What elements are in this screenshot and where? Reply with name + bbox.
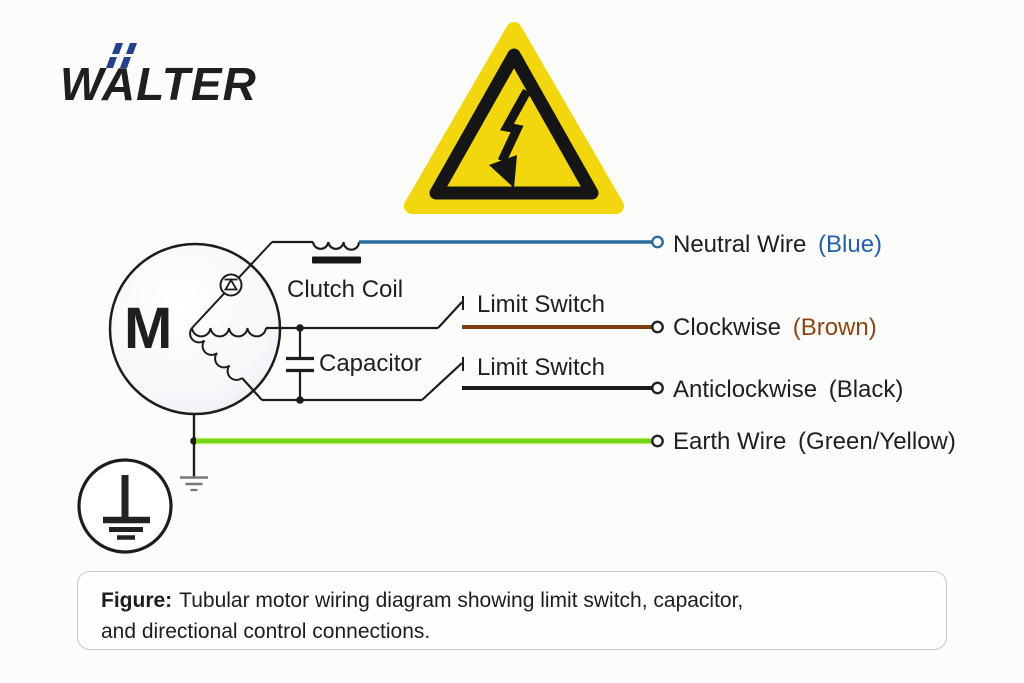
junction-dot [296,324,304,332]
earth-terminal [651,434,664,448]
junction-dot [190,437,198,445]
main-winding [191,327,267,338]
neutral-terminal [651,235,664,249]
anticlockwise-branch [241,357,664,402]
neutral-branch [272,235,664,264]
thermal-protector-triangle [223,278,239,291]
wire-color-name: (Black) [829,376,904,403]
wire-name: Clockwise [673,314,781,341]
clockwise-wire-label: Clockwise (Brown) [673,314,877,341]
thermal-protector-circle [219,273,243,297]
high-voltage-warning-icon [404,22,624,214]
wire-color-name: (Green/Yellow) [798,428,956,455]
wire-segment [241,377,263,401]
auxiliary-winding [189,327,243,381]
thermal-protector-icon [219,273,243,297]
caption-line-1: Figure: Tubular motor wiring diagram show… [101,585,946,616]
earth-wire-label: Earth Wire (Green/Yellow) [673,428,956,455]
clutch-coil-symbol [311,241,361,251]
logo-text: WALTER [60,58,257,110]
figure-caption: Figure: Tubular motor wiring diagram show… [77,571,947,650]
wire-color-name: (Blue) [818,231,882,258]
earth-symbol-stem [121,475,129,517]
limit-switch-symbol [437,296,464,329]
wire-color-name: (Brown) [793,314,877,341]
switch-blade [437,301,463,329]
protective-earth-icon [77,458,173,554]
motor-symbol: M [108,241,282,416]
anticlockwise-terminal [651,381,664,395]
walter-logo: WALTER [60,43,257,110]
clockwise-terminal [651,320,664,334]
switch-blade [421,362,463,401]
wire-name: Anticlockwise [673,376,817,403]
caption-text-1: Tubular motor wiring diagram showing lim… [179,589,744,612]
clutch-coil-core [312,256,361,264]
earth-branch [180,414,664,492]
neutral-wire-label: Neutral Wire (Blue) [673,231,882,258]
ground-icon [180,476,208,492]
limit-switch-label-bottom: Limit Switch [477,354,605,381]
wire-name: Neutral Wire [673,231,806,258]
caption-line-2: and directional control connections. [101,620,431,643]
clutch-coil-label: Clutch Coil [287,276,403,303]
limit-switch-symbol [421,357,464,401]
motor-label: M [124,296,172,361]
capacitor-symbol [286,324,314,404]
lightning-bolt-icon [497,88,531,163]
anticlockwise-wire-label: Anticlockwise (Black) [673,376,903,403]
logo-flash-icon [106,43,137,68]
wire-name: Earth Wire [673,428,786,455]
caption-prefix: Figure: [101,589,173,612]
limit-switch-label-top: Limit Switch [477,291,605,318]
capacitor-label: Capacitor [319,350,422,377]
lightning-bolt-arrowhead [489,155,517,188]
clockwise-branch [266,296,664,334]
